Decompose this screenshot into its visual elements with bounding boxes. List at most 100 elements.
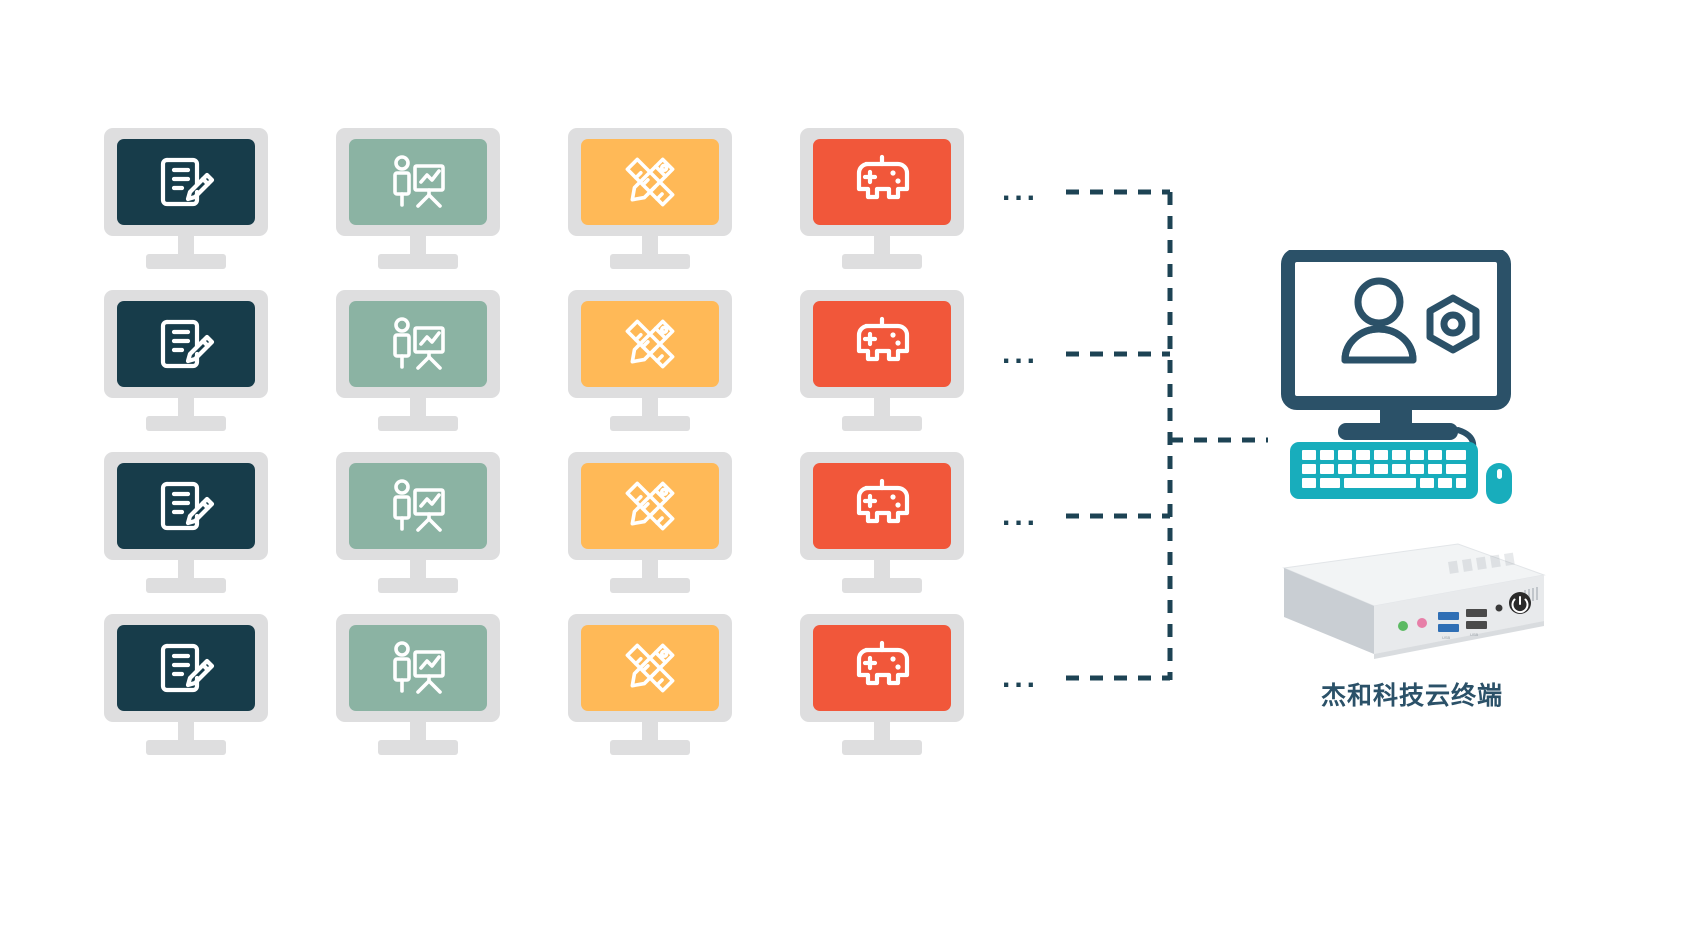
monitor-screen [581, 139, 719, 225]
headphone-jack [1398, 621, 1408, 631]
pencil-ruler-icon [625, 643, 675, 693]
monitor-screen [813, 301, 951, 387]
monitor-stand-neck [178, 560, 194, 580]
client-monitor-presentation-row4[interactable] [336, 614, 500, 760]
monitor-screen [117, 301, 255, 387]
usb-port-bottom [1466, 621, 1487, 629]
monitor-stand-base [146, 416, 226, 431]
pencil-ruler-icon [625, 157, 675, 207]
chassis-front-ports [1398, 592, 1531, 632]
monitor-stand-neck [642, 236, 658, 256]
monitor-screen [117, 463, 255, 549]
monitor-bezel [800, 128, 964, 236]
monitor-stand-base [378, 416, 458, 431]
dashed-connector-bus [1050, 170, 1290, 700]
terminal-label: 杰和科技云终端 [1320, 681, 1503, 710]
monitor-stand-neck [642, 560, 658, 580]
monitor-stand-base [610, 740, 690, 755]
client-monitor-document-row2[interactable] [104, 290, 268, 436]
monitor-stand-neck [410, 398, 426, 418]
monitor-screen [349, 625, 487, 711]
monitor-screen [349, 301, 487, 387]
gamepad-icon [856, 316, 910, 362]
monitor-screen [813, 625, 951, 711]
monitor-bezel [336, 614, 500, 722]
monitor-stand-neck [178, 398, 194, 418]
client-monitor-presentation-row1[interactable] [336, 128, 500, 274]
monitor-bezel [800, 290, 964, 398]
client-monitor-document-row1[interactable] [104, 128, 268, 274]
gamepad-icon [856, 154, 910, 200]
svg-text:USB: USB [1470, 632, 1479, 637]
monitor-stand-base [842, 416, 922, 431]
client-monitor-presentation-row2[interactable] [336, 290, 500, 436]
monitor-bezel [568, 128, 732, 236]
client-monitor-grid [104, 128, 984, 768]
monitor-stand-base [610, 254, 690, 269]
client-monitor-design-row4[interactable] [568, 614, 732, 760]
monitor-bezel [336, 128, 500, 236]
monitor-stand-neck [874, 560, 890, 580]
chassis-port-labels: USB USB [1442, 632, 1479, 640]
monitor-bezel [104, 614, 268, 722]
client-monitor-document-row4[interactable] [104, 614, 268, 760]
cloud-terminal-illustration: USB USB [1262, 248, 1562, 710]
monitor-screen [349, 463, 487, 549]
monitor-bezel [568, 290, 732, 398]
monitor-stand-neck [874, 722, 890, 742]
monitor-stand-base [610, 416, 690, 431]
monitor-bezel [568, 452, 732, 560]
chassis-logo [1448, 552, 1515, 574]
monitor-bezel [336, 452, 500, 560]
presentation-chart-icon [393, 479, 445, 532]
monitor-screen [581, 301, 719, 387]
monitor-stand-base [146, 254, 226, 269]
status-led [1495, 604, 1503, 612]
monitor-stand-base [146, 578, 226, 593]
client-monitor-gaming-row3[interactable] [800, 452, 964, 598]
client-monitor-document-row3[interactable] [104, 452, 268, 598]
monitor-stand-base [378, 740, 458, 755]
document-pencil-icon [160, 481, 215, 531]
mini-pc-icon: USB USB [1282, 543, 1546, 659]
monitor-bezel [800, 452, 964, 560]
monitor-stand-base [378, 578, 458, 593]
presentation-chart-icon [393, 155, 445, 208]
client-monitor-design-row3[interactable] [568, 452, 732, 598]
client-monitor-design-row1[interactable] [568, 128, 732, 274]
client-monitor-gaming-row4[interactable] [800, 614, 964, 760]
document-pencil-icon [160, 319, 215, 369]
monitor-screen [117, 625, 255, 711]
monitor-bezel [104, 290, 268, 398]
svg-text:USB: USB [1442, 635, 1451, 640]
monitor-bezel [800, 614, 964, 722]
client-monitor-gaming-row1[interactable] [800, 128, 964, 274]
usb-port-top [1466, 609, 1487, 617]
monitor-bezel [336, 290, 500, 398]
monitor-stand-neck [410, 560, 426, 580]
monitor-stand-neck [410, 722, 426, 742]
monitor-screen [581, 463, 719, 549]
monitor-bezel [104, 128, 268, 236]
gamepad-icon [856, 478, 910, 524]
pencil-ruler-icon [625, 481, 675, 531]
presentation-chart-icon [393, 641, 445, 694]
monitor-screen [813, 139, 951, 225]
monitor-screen [349, 139, 487, 225]
monitor-stand-base [842, 254, 922, 269]
usb3-port-bottom [1438, 624, 1459, 632]
monitor-stand-base [146, 740, 226, 755]
monitor-bezel [568, 614, 732, 722]
document-pencil-icon [160, 643, 215, 693]
presentation-chart-icon [393, 317, 445, 370]
monitor-screen [813, 463, 951, 549]
client-monitor-presentation-row3[interactable] [336, 452, 500, 598]
row-ellipsis-3: ... [1002, 499, 1040, 532]
client-monitor-gaming-row2[interactable] [800, 290, 964, 436]
monitor-stand-base [842, 740, 922, 755]
monitor-stand-base [378, 254, 458, 269]
gamepad-icon [856, 640, 910, 686]
monitor-stand-neck [178, 236, 194, 256]
client-monitor-design-row2[interactable] [568, 290, 732, 436]
monitor-stand-neck [874, 236, 890, 256]
